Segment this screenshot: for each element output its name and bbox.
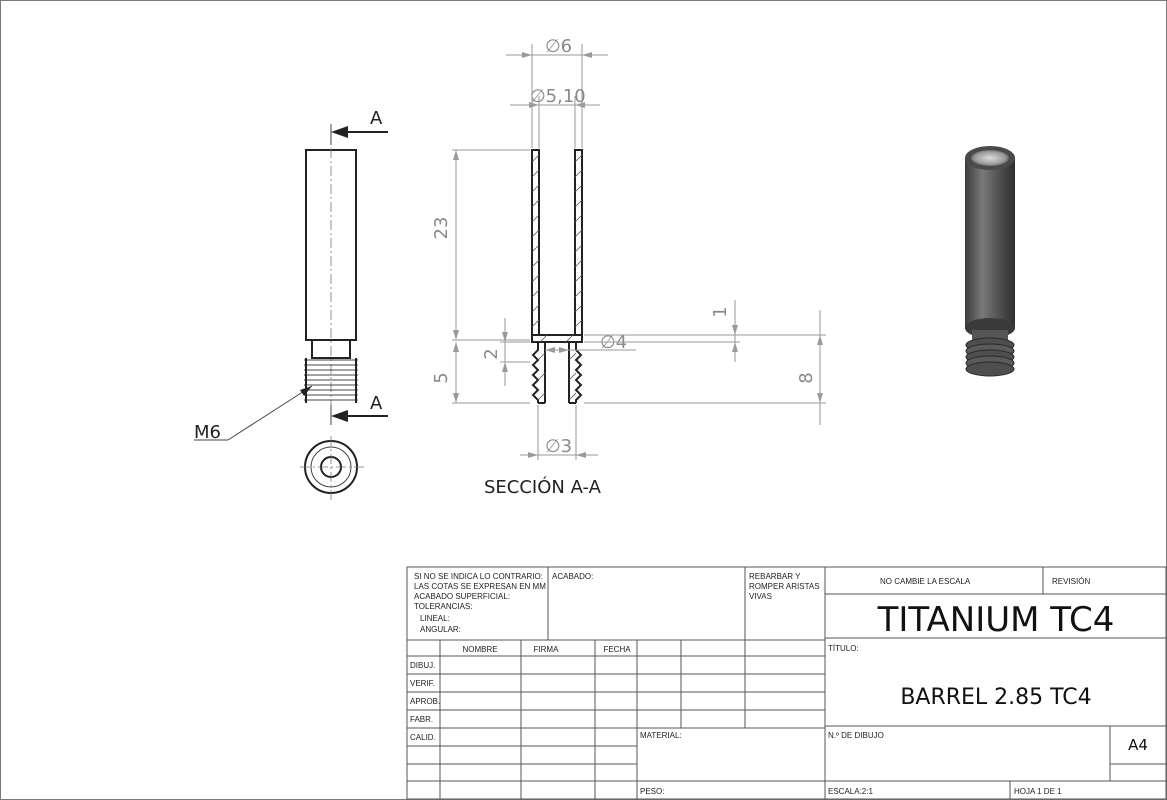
peso-label: PESO: bbox=[640, 787, 664, 796]
section-hatch bbox=[531, 154, 583, 328]
section-mark-bottom: A bbox=[370, 393, 383, 414]
titulo-label: TÍTULO: bbox=[828, 644, 859, 653]
front-view: A A M6 bbox=[194, 108, 388, 443]
note-line-5: LINEAL: bbox=[420, 614, 450, 623]
section-view bbox=[531, 149, 583, 404]
drawing-number-label: N.º DE DIBUJO bbox=[828, 731, 884, 740]
bottom-view bbox=[300, 436, 366, 500]
dim-depth: 8 bbox=[796, 372, 817, 383]
dim-inner-diameter: ∅5,10 bbox=[530, 86, 586, 107]
rebarbar-line-3: VIVAS bbox=[749, 592, 772, 601]
header-nombre: NOMBRE bbox=[462, 645, 497, 654]
row-dibuj: DIBUJ. bbox=[410, 661, 435, 670]
row-aprob: APROB. bbox=[410, 697, 440, 706]
drawing-title: BARREL 2.85 TC4 bbox=[900, 685, 1091, 710]
thread-front bbox=[304, 358, 358, 403]
dim-small-bore: ∅3 bbox=[545, 436, 572, 457]
note-line-2: LAS COTAS SE EXPRESAN EN MM bbox=[414, 582, 546, 591]
rebarbar-line-1: REBARBAR Y bbox=[749, 572, 801, 581]
row-calid: CALID. bbox=[410, 733, 436, 742]
scale-warning: NO CAMBIE LA ESCALA bbox=[880, 577, 971, 586]
barrel-render bbox=[965, 146, 1015, 377]
row-fabr: FABR. bbox=[410, 715, 433, 724]
note-line-1: SI NO SE INDICA LO CONTRARIO: bbox=[414, 572, 543, 581]
dim-offset: 1 bbox=[710, 306, 731, 317]
note-line-4: TOLERANCIAS: bbox=[414, 602, 473, 611]
sheet-count: HOJA 1 DE 1 bbox=[1014, 787, 1062, 796]
dimensions: ∅6 ∅5,10 23 5 2 ∅4 bbox=[431, 36, 826, 460]
material-label: MATERIAL: bbox=[640, 731, 682, 740]
dim-thread-length: 5 bbox=[431, 372, 452, 383]
acabado-label: ACABADO: bbox=[552, 572, 593, 581]
section-mark-top: A bbox=[370, 108, 383, 129]
sheet-size: A4 bbox=[1128, 736, 1148, 754]
rebarbar-line-2: ROMPER ARISTAS bbox=[749, 582, 820, 591]
header-fecha: FECHA bbox=[603, 645, 631, 654]
dim-outer-diameter: ∅6 bbox=[545, 36, 572, 57]
revision-label: REVISIÓN bbox=[1052, 577, 1090, 586]
section-label: SECCIÓN A-A bbox=[484, 476, 602, 498]
row-verif: VERIF. bbox=[410, 679, 435, 688]
note-line-6: ANGULAR: bbox=[420, 625, 461, 634]
thread-callout: M6 bbox=[194, 422, 221, 443]
scale-label: ESCALA:2:1 bbox=[828, 787, 873, 796]
note-line-3: ACABADO SUPERFICIAL: bbox=[414, 592, 510, 601]
material-name: TITANIUM TC4 bbox=[877, 600, 1115, 640]
title-block: SI NO SE INDICA LO CONTRARIO: LAS COTAS … bbox=[406, 566, 1167, 800]
dim-step: 2 bbox=[481, 348, 502, 359]
header-firma: FIRMA bbox=[534, 645, 560, 654]
dim-length: 23 bbox=[431, 217, 452, 240]
